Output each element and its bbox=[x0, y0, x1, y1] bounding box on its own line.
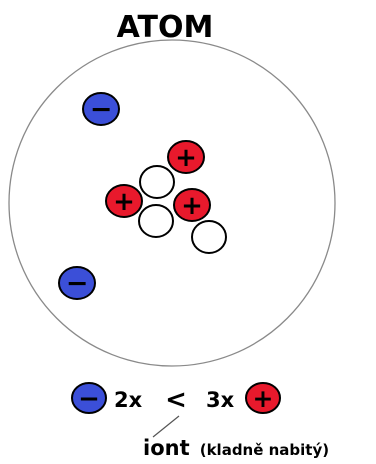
proton-sign: + bbox=[181, 191, 203, 221]
diagram-title: ATOM bbox=[117, 10, 214, 45]
ion-label-main: iont bbox=[143, 436, 190, 460]
legend-proton-sign: + bbox=[253, 384, 274, 413]
comparison-sign: < bbox=[165, 385, 187, 415]
proton-particle: + bbox=[105, 184, 143, 218]
electron-sign: − bbox=[90, 94, 113, 125]
proton-particle: + bbox=[167, 140, 205, 174]
proton-sign: + bbox=[175, 143, 197, 173]
legend-electron-icon: − bbox=[71, 382, 107, 414]
atom-boundary bbox=[8, 39, 336, 367]
neutron-particle bbox=[191, 220, 227, 254]
legend-electron-sign: − bbox=[78, 384, 100, 414]
electron-count-label: 2x bbox=[114, 388, 143, 412]
neutron-particle bbox=[139, 165, 175, 199]
proton-sign: + bbox=[113, 187, 135, 217]
legend-proton-icon: + bbox=[245, 382, 281, 414]
proton-count-label: 3x bbox=[206, 388, 235, 412]
ion-label: iont (kladně nabitý) bbox=[143, 436, 329, 460]
neutron-particle bbox=[138, 204, 174, 238]
electron-particle: − bbox=[58, 266, 96, 300]
ion-label-note: (kladně nabitý) bbox=[200, 441, 329, 459]
electron-sign: − bbox=[66, 268, 89, 299]
electron-particle: − bbox=[82, 92, 120, 126]
ion-pointer-line bbox=[152, 415, 180, 438]
proton-particle: + bbox=[173, 188, 211, 222]
